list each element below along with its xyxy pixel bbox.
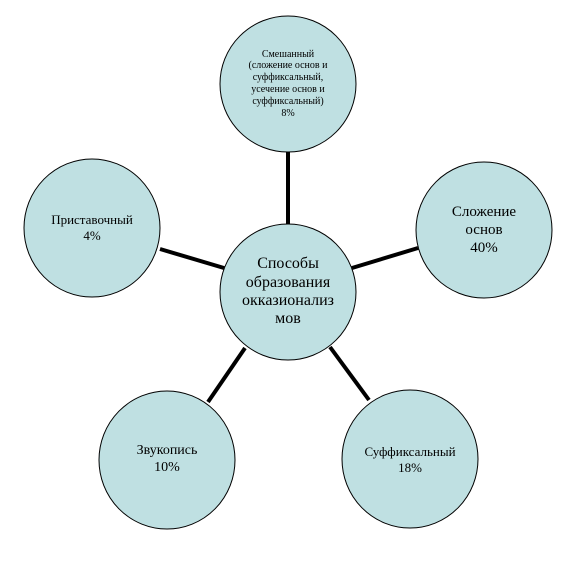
- node-compounding-label: Сложение основ 40%: [424, 190, 544, 270]
- node-prefixal-label: Приставочный 4%: [30, 198, 154, 258]
- node-compounding-percent: 40%: [470, 240, 498, 256]
- center-node-label: Способы образования окказионализ мов: [228, 246, 348, 338]
- node-mixed-line: (сложение основ и: [248, 60, 328, 72]
- node-prefixal-percent: 4%: [83, 228, 101, 243]
- node-suffixal-circle: [341, 389, 479, 529]
- node-mixed-line: усечение основ и: [251, 84, 325, 95]
- center-node-line: окказионализ: [242, 292, 334, 309]
- node-compounding-circle: [415, 161, 553, 299]
- node-onomatopoeia-circle: [98, 390, 236, 530]
- node-mixed-line: суффиксальный,: [252, 72, 324, 84]
- center-node-line: образования: [245, 273, 331, 291]
- center-node-line: мов: [275, 310, 301, 328]
- node-suffixal-percent: 18%: [398, 460, 422, 475]
- node-mixed-label: Смешанный (сложение основ и суффиксальны…: [228, 34, 348, 134]
- center-node-circle: [219, 223, 357, 361]
- node-onomatopoeia-percent: 10%: [154, 460, 180, 475]
- node-suffixal-label: Суффиксальный 18%: [346, 430, 474, 490]
- node-prefixal-line: Приставочный: [51, 212, 133, 228]
- node-mixed-circle: [219, 15, 357, 153]
- node-compounding-line: основ: [465, 222, 503, 238]
- node-prefixal-circle: [23, 158, 161, 298]
- node-suffixal-line: Суффиксальный: [364, 444, 456, 460]
- node-mixed-line: суффиксальный): [252, 95, 324, 107]
- center-node-line: Способы: [257, 255, 319, 273]
- connector-suffixal: [328, 345, 371, 402]
- node-mixed-percent: 8%: [281, 107, 295, 119]
- connector-onomatopoeia: [206, 346, 247, 404]
- node-mixed-line: Смешанный: [261, 48, 315, 60]
- node-compounding-line: Сложение: [451, 204, 517, 220]
- node-onomatopoeia-label: Звукопись 10%: [107, 430, 227, 490]
- connector-prefixal: [159, 247, 225, 270]
- node-onomatopoeia-line: Звукопись: [136, 443, 198, 459]
- connector-compounding: [351, 246, 419, 270]
